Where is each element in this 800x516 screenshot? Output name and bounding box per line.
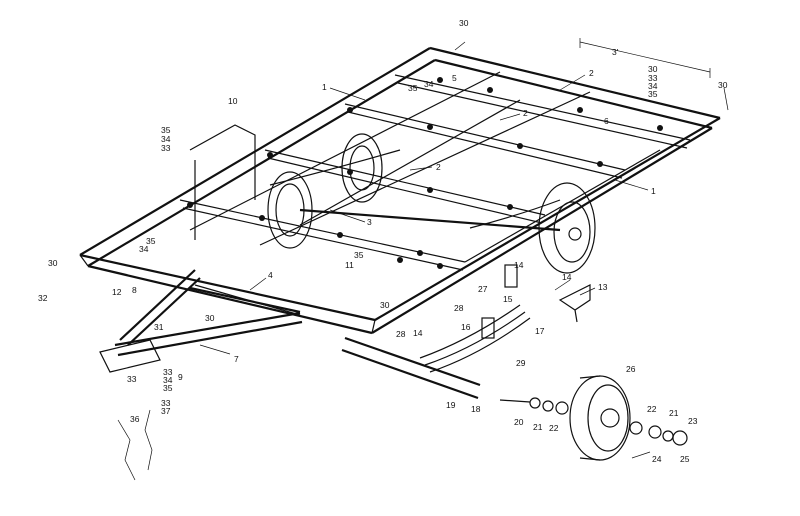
callout-18: 18	[471, 404, 481, 414]
callout-23: 23	[688, 416, 698, 426]
callout-9: 9	[178, 372, 183, 382]
callout-5: 5	[452, 73, 457, 83]
callout-35a: 35	[408, 83, 418, 93]
callout-34c: 34	[648, 81, 658, 91]
callout-4: 4	[268, 270, 273, 280]
callout-3: 3	[367, 217, 372, 227]
callout-13: 13	[598, 282, 608, 292]
callout-2c: 2	[436, 162, 441, 172]
side-bars	[189, 286, 481, 400]
callout-1a: 1	[322, 82, 327, 92]
callout-34e: 34	[163, 375, 173, 385]
callout-15: 15	[503, 294, 513, 304]
callout-33b: 33	[648, 73, 658, 83]
callout-33d: 33	[127, 374, 137, 384]
callout-20: 20	[514, 417, 524, 427]
callout-19: 19	[446, 400, 456, 410]
callout-25: 25	[680, 454, 690, 464]
callout-1b: 1	[651, 186, 656, 196]
leaf-spring	[419, 264, 531, 373]
callout-7: 7	[234, 354, 239, 364]
callout-24: 24	[652, 454, 662, 464]
callout-12: 12	[112, 287, 122, 297]
dimension-marker	[579, 38, 711, 78]
axle-wheels	[267, 133, 596, 274]
callout-14b: 14	[562, 272, 572, 282]
callout-30b: 30	[648, 64, 658, 74]
callout-33a: 33	[161, 143, 171, 153]
safety-chains	[117, 409, 153, 481]
callout-29: 29	[516, 358, 526, 368]
spare-wheel	[569, 375, 631, 461]
callout-8: 8	[132, 285, 137, 295]
callout-36: 36	[130, 414, 140, 424]
callout-21a: 21	[533, 422, 543, 432]
callout-37: 37	[161, 406, 171, 416]
callout-32: 32	[38, 293, 48, 303]
hub-parts	[499, 397, 688, 459]
callout-28a: 28	[454, 303, 464, 313]
frame-bolts	[187, 77, 663, 269]
callout-22a: 22	[549, 423, 559, 433]
callout-21b: 21	[669, 408, 679, 418]
callout-16: 16	[461, 322, 471, 332]
callout-27: 27	[478, 284, 488, 294]
callout-34d: 34	[139, 244, 149, 254]
callout-28b: 28	[396, 329, 406, 339]
tongue-assembly	[99, 269, 303, 373]
callout-35c: 35	[648, 89, 658, 99]
callout-6: 6	[604, 116, 609, 126]
main-frame	[79, 46, 721, 335]
callout-11: 11	[345, 260, 354, 270]
callout-30f: 30	[205, 313, 215, 323]
callout-34a: 34	[424, 79, 434, 89]
callout-35f: 35	[163, 383, 173, 393]
callout-30d: 30	[48, 258, 58, 268]
callouts: 3' 1 1 2 2 2 3 4 5 6 7 8 9 10 11 12 13 1…	[38, 18, 728, 464]
bracket-13	[558, 284, 591, 323]
callout-2a: 2	[589, 68, 594, 78]
callout-31: 31	[154, 322, 164, 332]
callout-35e: 35	[354, 250, 364, 260]
callout-22b: 22	[647, 404, 657, 414]
callout-14a: 14	[514, 260, 524, 270]
callout-34b: 34	[161, 134, 171, 144]
callout-10: 10	[228, 96, 238, 106]
callout-33c: 33	[163, 367, 173, 377]
stand-post-10	[189, 124, 256, 240]
leader-lines	[199, 41, 729, 355]
callout-2b: 2	[523, 108, 528, 118]
callout-33e: 33	[161, 398, 171, 408]
callout-14c: 14	[413, 328, 423, 338]
dimension-label: 3'	[612, 47, 619, 57]
callout-30e: 30	[380, 300, 390, 310]
callout-17: 17	[535, 326, 545, 336]
callout-35d: 35	[146, 236, 156, 246]
callout-26: 26	[626, 364, 636, 374]
callout-30a: 30	[459, 18, 469, 28]
callout-30c: 30	[718, 80, 728, 90]
callout-35b: 35	[161, 125, 171, 135]
